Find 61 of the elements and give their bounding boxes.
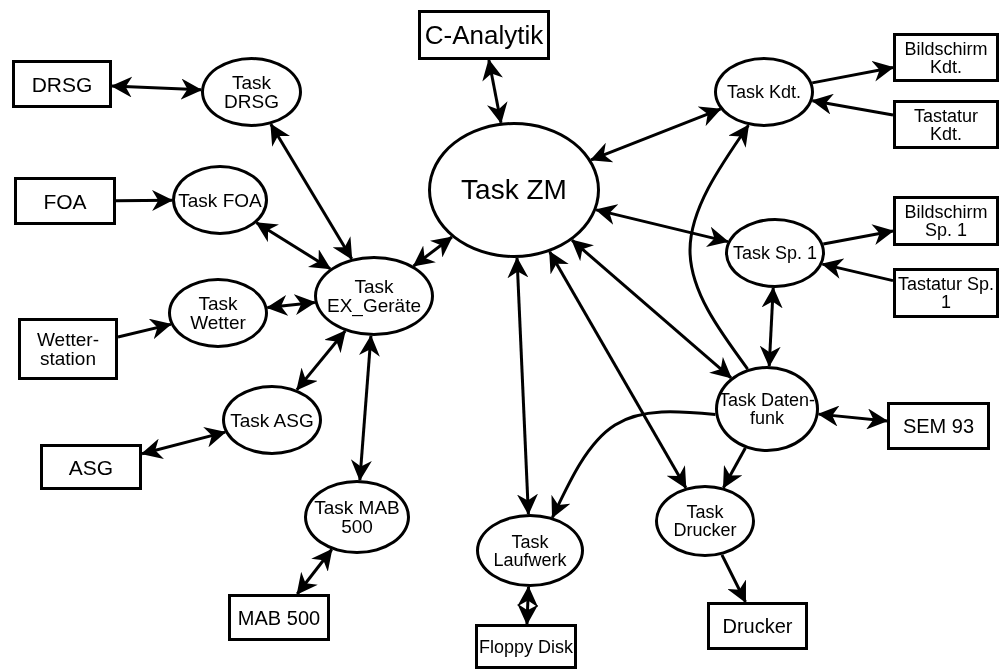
arrow — [590, 106, 722, 163]
arrow — [823, 224, 895, 246]
arrow — [117, 318, 172, 340]
arrow — [817, 405, 889, 430]
node-label: MAB 500 — [237, 607, 321, 628]
node-label: C-Analytik — [424, 22, 544, 48]
arrow — [255, 221, 332, 270]
arrow — [141, 427, 227, 459]
device-box — [418, 10, 550, 60]
node-label: ASG — [68, 456, 114, 478]
device-box — [887, 402, 990, 450]
node-label: Tastatur Kdt. — [913, 106, 979, 143]
arrow — [548, 250, 688, 489]
node-label: Floppy Disk — [479, 637, 573, 656]
node-label: Bildschirm Kdt. — [903, 39, 989, 76]
device-box — [893, 196, 999, 246]
node-label: Task Wetter — [189, 294, 247, 332]
arrow — [110, 76, 203, 100]
arrow — [811, 93, 894, 117]
device-box — [12, 60, 112, 108]
node-label: Task Drucker — [672, 503, 738, 539]
arrow — [821, 258, 894, 283]
node-label: Task Daten- funk — [718, 391, 816, 427]
arrow — [688, 124, 750, 370]
node-label: Task DRSG — [223, 73, 280, 111]
device-box — [475, 624, 577, 669]
arrow — [595, 204, 729, 248]
node-label: Tastatur Sp. 1 — [896, 275, 995, 311]
node-label: Bildschirm Sp. 1 — [903, 203, 989, 239]
arrow — [517, 585, 539, 626]
node-label: DRSG — [31, 73, 93, 95]
node-label: Task MAB 500 — [313, 498, 401, 536]
arrow — [116, 189, 174, 211]
device-box — [893, 268, 999, 318]
node-label: Task ASG — [230, 410, 314, 430]
device-box — [14, 177, 116, 225]
device-box — [40, 444, 142, 490]
node-label: Task FOA — [178, 190, 262, 210]
device-box — [893, 33, 999, 82]
arrow — [266, 294, 316, 316]
device-box — [18, 318, 118, 380]
arrow — [295, 330, 347, 391]
node-label: Task ZM — [461, 176, 567, 204]
node-label: Drucker — [722, 616, 793, 636]
node-label: FOA — [43, 190, 87, 212]
node-label: Task Kdt. — [727, 83, 801, 101]
node-label: Task Sp. 1 — [732, 244, 817, 262]
arrow — [350, 334, 380, 482]
node-label: Wetter- station — [36, 330, 100, 368]
device-box — [893, 100, 999, 149]
arrow — [759, 286, 783, 368]
arrow — [811, 60, 895, 85]
node-label: Task Laufwerk — [492, 532, 568, 569]
arrow — [507, 256, 538, 516]
arrow — [571, 239, 733, 380]
node-label: SEM 93 — [902, 416, 975, 436]
device-box — [228, 594, 330, 641]
arrow — [482, 58, 508, 124]
device-box — [707, 602, 808, 650]
node-label: Task EX_Geräte — [326, 277, 422, 315]
arrow — [412, 235, 453, 268]
